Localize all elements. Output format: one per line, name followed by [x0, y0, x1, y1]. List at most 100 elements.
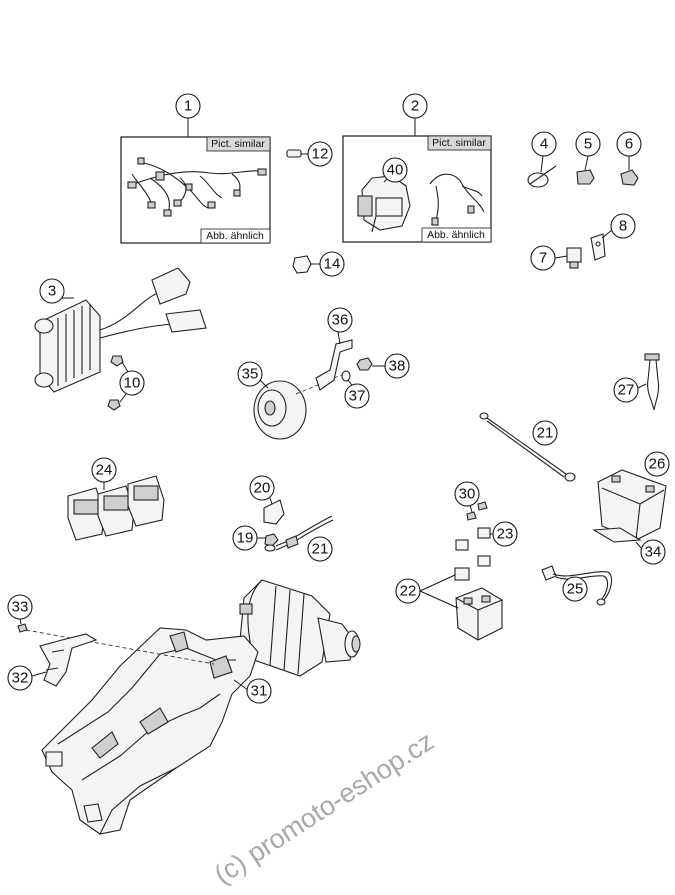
- clip-part-6: [620, 156, 639, 186]
- aux-harness-frame: [342, 135, 492, 243]
- nut-part-19: [256, 533, 279, 547]
- svg-text:37: 37: [349, 388, 366, 405]
- holder-clip-part-32: [31, 633, 98, 687]
- cap-part-20: [263, 497, 285, 525]
- callout-27: 27: [613, 377, 639, 403]
- pict-similar-tag: Pict. similar: [427, 135, 492, 151]
- svg-text:26: 26: [649, 456, 666, 473]
- callout-30: 30: [454, 481, 480, 507]
- callout-38: 38: [384, 353, 410, 379]
- svg-text:32: 32: [12, 670, 29, 687]
- fuse-holder-part-27: [637, 353, 660, 411]
- callout-22: 22: [395, 578, 421, 604]
- svg-text:35: 35: [242, 366, 259, 383]
- svg-text:21: 21: [312, 541, 329, 558]
- clip-part-5: [576, 155, 595, 185]
- fuse-part-12: [286, 149, 308, 158]
- callout-35: 35: [237, 361, 263, 387]
- callout-3: 3: [39, 278, 65, 304]
- bracket-part-8: [590, 229, 613, 261]
- battery-pad-part-34: [592, 527, 642, 549]
- switch-housing-drawing: [357, 169, 411, 233]
- starter-motor: [239, 579, 361, 677]
- bulb-holder-part-14: [292, 255, 320, 274]
- pict-similar-tag: Pict. similar: [206, 136, 271, 152]
- abb-ahnlich-tag: Abb. ähnlich: [421, 227, 492, 243]
- svg-text:1: 1: [184, 98, 192, 115]
- svg-text:12: 12: [312, 146, 329, 163]
- svg-text:40: 40: [387, 162, 404, 179]
- callout-1: 1: [175, 93, 201, 119]
- svg-text:36: 36: [332, 312, 349, 329]
- wiring-harness-frame: [120, 136, 271, 244]
- nut-part-38: [356, 357, 385, 371]
- cable-tie-part-4: [527, 155, 557, 188]
- callout-6: 6: [616, 131, 642, 157]
- abb-ahnlich-tag: Abb. ähnlich: [200, 228, 271, 244]
- svg-text:Abb. ähnlich: Abb. ähnlich: [206, 230, 264, 242]
- watermark-text: (c) promoto-eshop.cz: [209, 726, 439, 890]
- callout-19: 19: [232, 525, 258, 551]
- callout-31: 31: [246, 678, 272, 704]
- svg-text:24: 24: [96, 462, 113, 479]
- aux-harness-group: Pict. similar Abb. ähnlich 2 40: [342, 93, 492, 243]
- svg-text:14: 14: [324, 256, 341, 273]
- callout-7: 7: [530, 245, 556, 271]
- battery-holder-part-31: [41, 627, 259, 835]
- callout-8: 8: [610, 213, 636, 239]
- callout-36: 36: [327, 307, 353, 333]
- svg-text:4: 4: [540, 136, 548, 153]
- callout-4: 4: [531, 131, 557, 157]
- svg-text:20: 20: [254, 480, 271, 497]
- callout-25: 25: [562, 576, 588, 602]
- callout-20: 20: [249, 475, 275, 501]
- callout-12: 12: [307, 141, 333, 167]
- horn-part-35: [253, 379, 307, 440]
- callout-21-upper: 21: [532, 420, 558, 446]
- horn-bracket-part-36: [295, 331, 353, 395]
- svg-text:10: 10: [124, 375, 141, 392]
- svg-text:30: 30: [459, 486, 476, 503]
- svg-text:6: 6: [625, 136, 633, 153]
- svg-text:8: 8: [619, 218, 627, 235]
- screw-part-30: [466, 501, 488, 521]
- voltage-regulator-part-3: [34, 267, 207, 393]
- battery-part-26: [597, 467, 667, 541]
- screw-part-33: [17, 618, 215, 665]
- svg-text:19: 19: [237, 530, 254, 547]
- svg-text:7: 7: [539, 250, 547, 267]
- callout-23: 23: [492, 521, 518, 547]
- aux-cable-drawing: [429, 173, 485, 226]
- callout-32: 32: [7, 665, 33, 691]
- svg-text:21: 21: [537, 425, 554, 442]
- callout-10: 10: [119, 370, 145, 396]
- battery-cable-part-21: [479, 412, 576, 482]
- starter-relay-part-22: [419, 567, 503, 641]
- callout-24: 24: [91, 457, 117, 483]
- connector-cover-part-24: [67, 475, 165, 541]
- callout-33: 33: [7, 594, 33, 620]
- callout-14: 14: [319, 251, 345, 277]
- svg-text:Pict. similar: Pict. similar: [211, 138, 265, 150]
- svg-text:23: 23: [497, 526, 514, 543]
- callout-2: 2: [402, 93, 428, 119]
- wiring-harness-group: Pict. similar Abb. ähnlich: [120, 93, 271, 244]
- svg-text:33: 33: [12, 599, 29, 616]
- svg-text:3: 3: [48, 283, 56, 300]
- callout-34: 34: [640, 539, 666, 565]
- svg-text:22: 22: [400, 583, 417, 600]
- svg-text:38: 38: [389, 358, 406, 375]
- svg-text:2: 2: [411, 98, 419, 115]
- callout-40: 40: [382, 157, 408, 183]
- relay-part-7: [554, 247, 582, 269]
- callout-37: 37: [344, 383, 370, 409]
- wiring-harness-drawing: [127, 157, 267, 217]
- svg-text:Pict. similar: Pict. similar: [432, 137, 486, 149]
- svg-text:31: 31: [251, 683, 268, 700]
- fuse-part-23: [455, 527, 494, 567]
- svg-text:25: 25: [567, 581, 584, 598]
- svg-text:Abb. ähnlich: Abb. ähnlich: [427, 229, 485, 241]
- screw-part-10: [107, 355, 129, 411]
- svg-text:34: 34: [645, 544, 662, 561]
